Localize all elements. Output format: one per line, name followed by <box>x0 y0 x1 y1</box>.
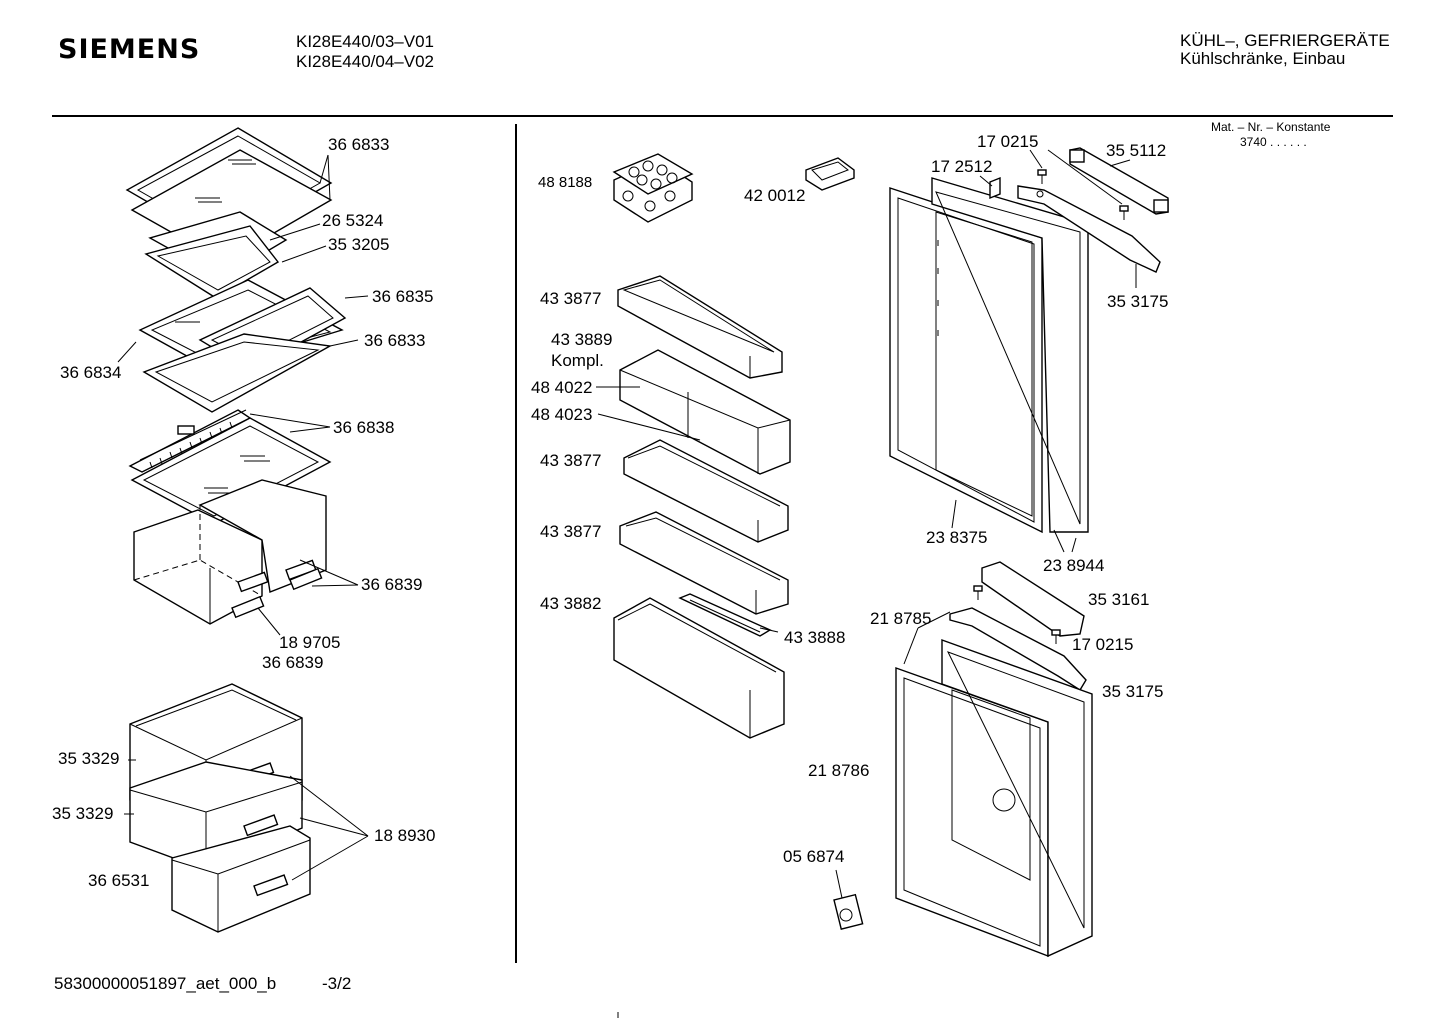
category-subtitle: Kühlschränke, Einbau <box>1180 49 1345 68</box>
door-shelf-3 <box>619 511 789 615</box>
part-number-433888: 43 3888 <box>784 628 845 647</box>
door-shelf-bottom <box>613 597 785 739</box>
right-leader-lines <box>835 149 1137 899</box>
screw-lower-1 <box>973 585 983 600</box>
part-number-238375: 23 8375 <box>926 528 987 547</box>
part-number-366835: 36 6835 <box>372 287 433 306</box>
part-number-366531: 36 6531 <box>88 871 149 890</box>
part-number-188930: 18 8930 <box>374 826 435 845</box>
freezer-door-liner <box>941 639 1093 958</box>
part-number-366833-b: 36 6833 <box>364 331 425 350</box>
part-number-218786: 21 8786 <box>808 761 869 780</box>
part-number-366839-b: 36 6839 <box>262 653 323 672</box>
part-number-366833-a: 36 6833 <box>328 135 389 154</box>
butter-dish <box>805 157 855 191</box>
temperature-indicator <box>833 893 864 930</box>
crisper-handles <box>231 567 323 619</box>
part-number-353329-b: 35 3329 <box>52 804 113 823</box>
door-hinge-upper <box>1017 185 1161 273</box>
part-number-433877-b: 43 3877 <box>540 451 601 470</box>
part-number-265324: 26 5324 <box>322 211 383 230</box>
fridge-door-seal <box>889 187 1043 534</box>
screw-lower-2 <box>1051 629 1061 644</box>
part-number-353205: 35 3205 <box>328 235 389 254</box>
part-number-189705: 18 9705 <box>279 633 340 652</box>
part-number-366838: 36 6838 <box>333 418 394 437</box>
page-number: -3/2 <box>322 974 351 993</box>
freezer-hinge-cover <box>981 561 1085 637</box>
part-number-170215-a: 17 0215 <box>977 132 1038 151</box>
part-number-420012: 42 0012 <box>744 186 805 205</box>
part-number-353175-b: 35 3175 <box>1102 682 1163 701</box>
hinge-cover-small <box>989 176 1001 200</box>
shelf-frame-inner <box>144 211 288 299</box>
bottle-shelf-kompl <box>619 349 791 475</box>
part-number-484022: 48 4022 <box>531 378 592 397</box>
screw-upper-2 <box>1119 205 1129 220</box>
constants-value: 3740 . . . . . . <box>1240 135 1307 149</box>
part-number-238944: 23 8944 <box>1043 556 1104 575</box>
part-number-488188: 48 8188 <box>538 174 592 191</box>
constants-label: Mat. – Nr. – Konstante <box>1211 120 1331 134</box>
left-leader-lines <box>117 154 369 881</box>
vegetable-crisper-drawers <box>133 479 327 625</box>
part-number-170215-b: 17 0215 <box>1072 635 1133 654</box>
glass-shelf-lower <box>142 333 333 413</box>
door-shelf-2 <box>623 439 789 543</box>
part-number-433877-c: 43 3877 <box>540 522 601 541</box>
part-number-433889: 43 3889 <box>551 330 612 349</box>
part-number-353161: 35 3161 <box>1088 590 1149 609</box>
crisper-cover-grid <box>128 409 252 473</box>
part-number-056874: 05 6874 <box>783 847 844 866</box>
brand-logo: SIEMENS <box>58 34 200 65</box>
screw-upper-1 <box>1037 169 1047 184</box>
part-number-353175-a: 35 3175 <box>1107 292 1168 311</box>
kompl-label: Kompl. <box>551 351 604 370</box>
part-number-353329-a: 35 3329 <box>58 749 119 768</box>
part-number-484023: 48 4023 <box>531 405 592 424</box>
model-number-2: KI28E440/04–V02 <box>296 52 434 71</box>
part-number-355112: 35 5112 <box>1106 141 1166 160</box>
part-number-218785: 21 8785 <box>870 609 931 628</box>
door-handle-bar <box>1069 147 1169 215</box>
part-number-172512: 17 2512 <box>931 157 992 176</box>
freezer-drawer-bottom <box>171 825 311 933</box>
middle-leader-lines <box>596 386 779 633</box>
part-number-366839-a: 36 6839 <box>361 575 422 594</box>
part-number-366834: 36 6834 <box>60 363 121 382</box>
category-title: KÜHL–, GEFRIERGERÄTE <box>1180 31 1390 50</box>
egg-tray <box>612 153 694 223</box>
part-number-433882: 43 3882 <box>540 594 601 613</box>
document-id: 58300000051897_aet_000_b <box>54 974 276 993</box>
part-number-433877-a: 43 3877 <box>540 289 601 308</box>
model-number-1: KI28E440/03–V01 <box>296 32 434 51</box>
door-shelf-1 <box>617 275 783 379</box>
